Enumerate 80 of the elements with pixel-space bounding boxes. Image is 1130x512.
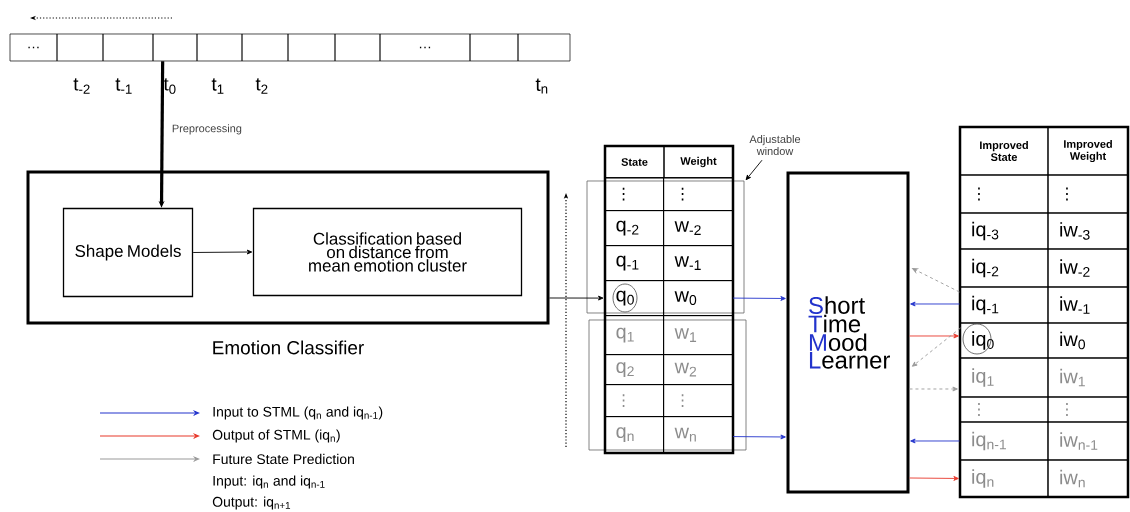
table-cell: iq$_{0}$ (959, 322, 1049, 359)
table-cell: w$_{-1}$ (663, 245, 734, 282)
time-label: t$_{n}$ (535, 78, 548, 94)
time-label: t$_{1}$ (211, 78, 224, 94)
table-cell: iw$_{-3}$ (1047, 212, 1129, 250)
table-cell: iw$_{-2}$ (1047, 248, 1129, 288)
table-cell: q$_{-1}$ (604, 245, 665, 282)
timeline-cell (102, 33, 154, 62)
table-cell: iq$_{-2}$ (959, 248, 1049, 288)
edge-label: Preprocessing (172, 124, 242, 135)
table-cell: ⋮ (959, 174, 1049, 214)
timeline-cell (517, 33, 571, 62)
time-label: t$_{-1}$ (115, 78, 132, 94)
table-cell: w$_{2}$ (663, 354, 734, 386)
table-cell: iw$_{n-1}$ (1047, 421, 1129, 461)
legend-text: Output of STML (iq$_{n}$) (212, 429, 340, 443)
process-box: Classification based on distance from mean emotion cluster (252, 207, 523, 297)
window-frame (588, 319, 747, 451)
arrow (909, 386, 958, 392)
leader-line (745, 159, 763, 181)
arrow (909, 476, 959, 481)
table-cell: ⋮ (1047, 396, 1129, 423)
table-cell: ⋮ (663, 384, 734, 418)
timeline-cell (196, 33, 243, 62)
table-cell: ⋮ (604, 384, 665, 418)
table-cell: w$_{n}$ (663, 416, 734, 454)
table-cell: ⋮ (663, 177, 734, 212)
timeline-cell (469, 33, 519, 62)
table-cell: ⋮ (959, 396, 1049, 423)
timeline-cell (334, 33, 381, 62)
table-cell: q$_{n}$ (604, 416, 665, 454)
table-cell: w$_{0}$ (663, 280, 734, 317)
process-box: Shape Models (62, 207, 194, 298)
arrow (192, 249, 253, 255)
time-label: t$_{0}$ (163, 78, 176, 94)
table-cell: iw$_{0}$ (1047, 322, 1129, 359)
header-cell: Improved Weight (1047, 126, 1129, 176)
timeline-cell: … (9, 33, 58, 62)
table-cell: q$_{2}$ (604, 354, 665, 386)
table-cell: iw$_{-1}$ (1047, 286, 1129, 324)
legend-note: Input: iq$_{n}$ and iq$_{n-1}$ (213, 475, 325, 489)
table-cell: iq$_{-3}$ (959, 212, 1049, 250)
time-label: t$_{-2}$ (73, 78, 90, 94)
legend-note: Output: iq$_{n+1}$ (212, 496, 291, 510)
table-cell: q$_{1}$ (604, 315, 665, 356)
arrow (910, 301, 960, 307)
arrow (732, 296, 786, 301)
table-cell: iq$_{1}$ (959, 357, 1049, 398)
legend-text: Future State Prediction (213, 453, 354, 465)
timeline-cell (152, 33, 198, 62)
legend-text: Input to STML (q$_{n}$ and iq$_{n-1}$) (213, 406, 383, 420)
timeline-cell: … (379, 33, 471, 62)
table-cell: iq$_{n}$ (959, 459, 1049, 498)
learner-box: Short Time Mood Learner (786, 171, 910, 494)
table-cell: iw$_{1}$ (1047, 357, 1129, 398)
table-cell: ⋮ (604, 177, 665, 212)
table-cell: w$_{-2}$ (663, 210, 734, 247)
arrow (912, 268, 960, 293)
annotation-text: Adjustable window (749, 135, 801, 155)
table-cell: iq$_{-1}$ (959, 286, 1049, 324)
arrow (911, 327, 961, 367)
arrow (549, 295, 604, 301)
table-cell: ⋮ (1047, 174, 1129, 214)
table-cell: q$_{-2}$ (604, 210, 665, 247)
node-label: Emotion Classifier (213, 340, 364, 355)
timeline-cell (241, 33, 289, 62)
arrow (909, 333, 959, 339)
time-label: t$_{2}$ (255, 78, 268, 94)
header-cell: State (604, 145, 665, 179)
timeline-cell (287, 33, 336, 62)
table-cell: iw$_{n}$ (1047, 459, 1129, 498)
arrow (732, 434, 786, 440)
timeline-cell (56, 33, 104, 62)
table-cell: q$_{0}$ (604, 280, 665, 317)
table-cell: iq$_{n-1}$ (959, 421, 1049, 461)
arrow (910, 438, 960, 444)
window-frame (586, 180, 745, 314)
header-cell: Weight (663, 145, 734, 179)
table-cell: w$_{1}$ (663, 315, 734, 356)
node-label: Improved State (980, 141, 1028, 161)
